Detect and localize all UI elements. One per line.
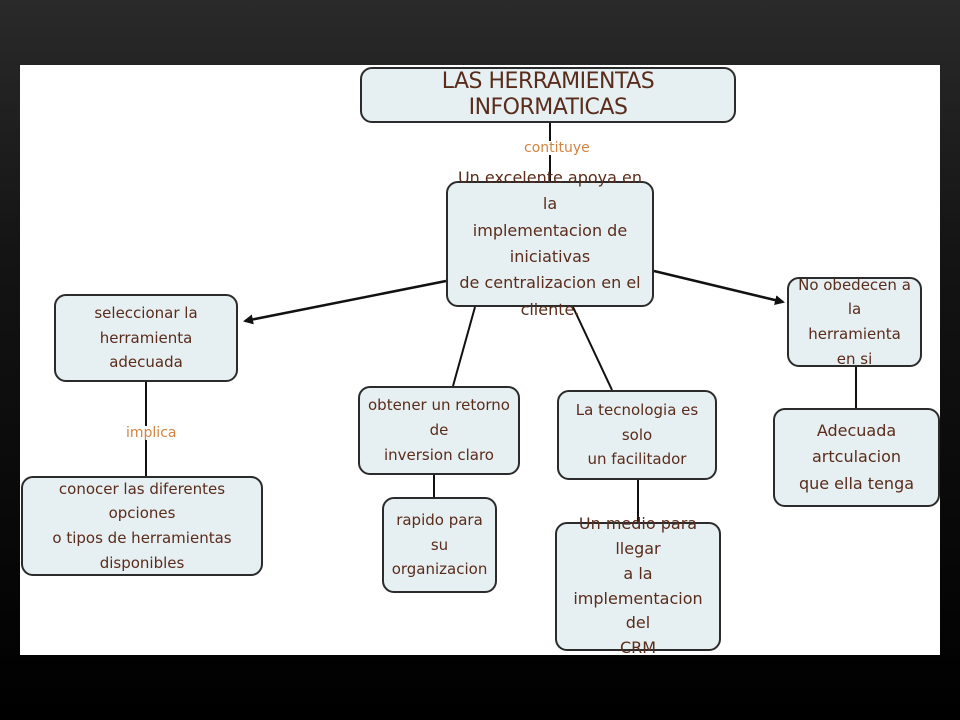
node-adecuada: Adecuada artculacion que ella tenga xyxy=(773,408,940,507)
node-retorno: obtener un retorno de inversion claro xyxy=(358,386,520,475)
connector-center-to-mid2 xyxy=(572,306,613,391)
node-conocer: conocer las diferentes opciones o tipos … xyxy=(21,476,263,576)
connector-center-to-mid1 xyxy=(452,306,476,387)
node-title: LAS HERRAMIENTAS INFORMATICAS xyxy=(360,67,736,123)
node-tecnologia: La tecnologia es solo un facilitador xyxy=(557,390,717,480)
node-crm: Un medio para llegar a la implementacion… xyxy=(555,514,721,657)
link-label-implica: implica xyxy=(124,425,179,441)
arrow-center-to-right xyxy=(653,269,785,305)
node-seleccionar: seleccionar la herramienta adecuada xyxy=(54,294,238,382)
concept-map-slide: LAS HERRAMIENTAS INFORMATICAS contituye … xyxy=(20,65,940,657)
arrow-center-to-left xyxy=(243,279,447,325)
link-label-constituye: contituye xyxy=(522,140,592,156)
node-rapido: rapido para su organizacion xyxy=(382,497,497,593)
node-no-obedecen: No obedecen a la herramienta en si xyxy=(787,276,922,368)
node-center: Un excelente apoya en la implementacion … xyxy=(446,168,654,319)
